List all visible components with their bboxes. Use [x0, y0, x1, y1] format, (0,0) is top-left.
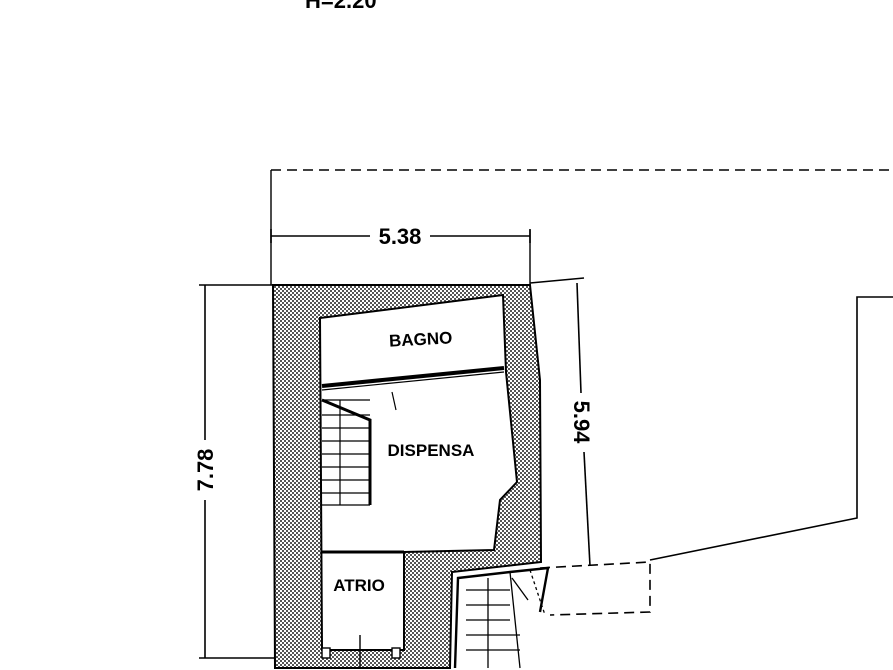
- entrance-door: [321, 635, 401, 668]
- adjacent-building-outline: [649, 296, 893, 561]
- dimension-height-right: [529, 277, 591, 567]
- exterior-stairs: [453, 566, 550, 669]
- interior-staircase: [321, 398, 372, 506]
- width-dimension-label: 5.38: [379, 224, 422, 249]
- room-label-bagno: BAGNO: [389, 328, 453, 350]
- height-right-dimension-label: 5.94: [569, 401, 594, 445]
- height-label: H=2.20: [305, 0, 377, 13]
- room-label-dispensa: DISPENSA: [388, 441, 475, 460]
- dimension-height-left: [199, 284, 275, 659]
- hatched-walls: [271, 284, 543, 669]
- height-left-dimension-label: 7.78: [193, 449, 218, 492]
- dimension-width: [270, 229, 531, 243]
- room-label-atrio: ATRIO: [333, 576, 385, 595]
- interior-partitions: [321, 366, 505, 554]
- dashed-boundary: [271, 169, 893, 616]
